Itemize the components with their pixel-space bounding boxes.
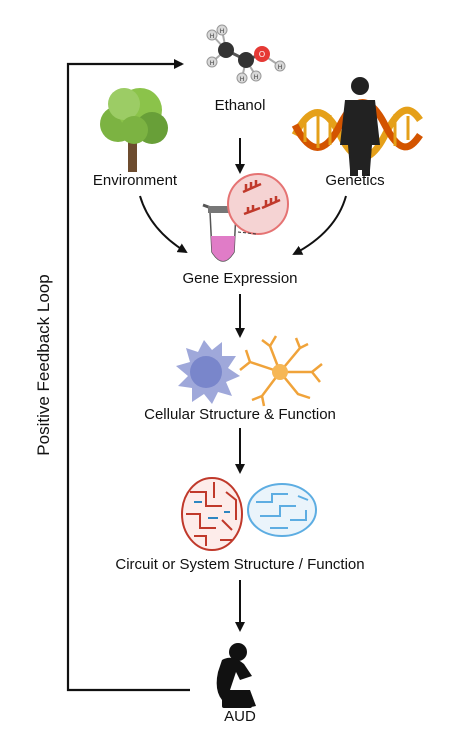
immune-cell-icon [176, 340, 240, 404]
atom-label: H [240, 77, 244, 83]
cellular-label: Cellular Structure & Function [144, 406, 336, 423]
arrow-environment-to-gene [139, 195, 188, 254]
feedback-loop-label: Positive Feedback Loop [34, 274, 53, 456]
atom-label: H [220, 29, 224, 35]
tree-icon [100, 88, 168, 172]
environment-label: Environment [92, 172, 178, 189]
atom-label: H [278, 65, 282, 71]
brain-icons [181, 477, 317, 551]
cell-icons [176, 335, 323, 407]
arrow-genetics-to-gene [292, 195, 347, 255]
red-circuit-brain-icon [181, 477, 243, 551]
dna-genetics-icon [291, 77, 423, 176]
atom-label: H [210, 61, 214, 67]
ethanol-label: Ethanol [214, 97, 266, 114]
ethanol-molecule-icon: H H H H H O H [206, 24, 286, 84]
distressed-person-icon [216, 643, 256, 708]
neuron-icon [239, 335, 323, 407]
atom-label: O [259, 50, 265, 59]
genetics-label: Genetics [325, 172, 385, 189]
gene-expression-label: Gene Expression [182, 270, 298, 287]
circuit-label: Circuit or System Structure / Function [115, 556, 365, 573]
atom-label: H [254, 75, 258, 81]
atom-label: H [210, 34, 214, 40]
aud-label: AUD [224, 708, 256, 725]
sample-tube-icon [202, 173, 289, 262]
feedback-loop-line [66, 59, 190, 692]
blue-circuit-brain-icon [247, 483, 317, 537]
